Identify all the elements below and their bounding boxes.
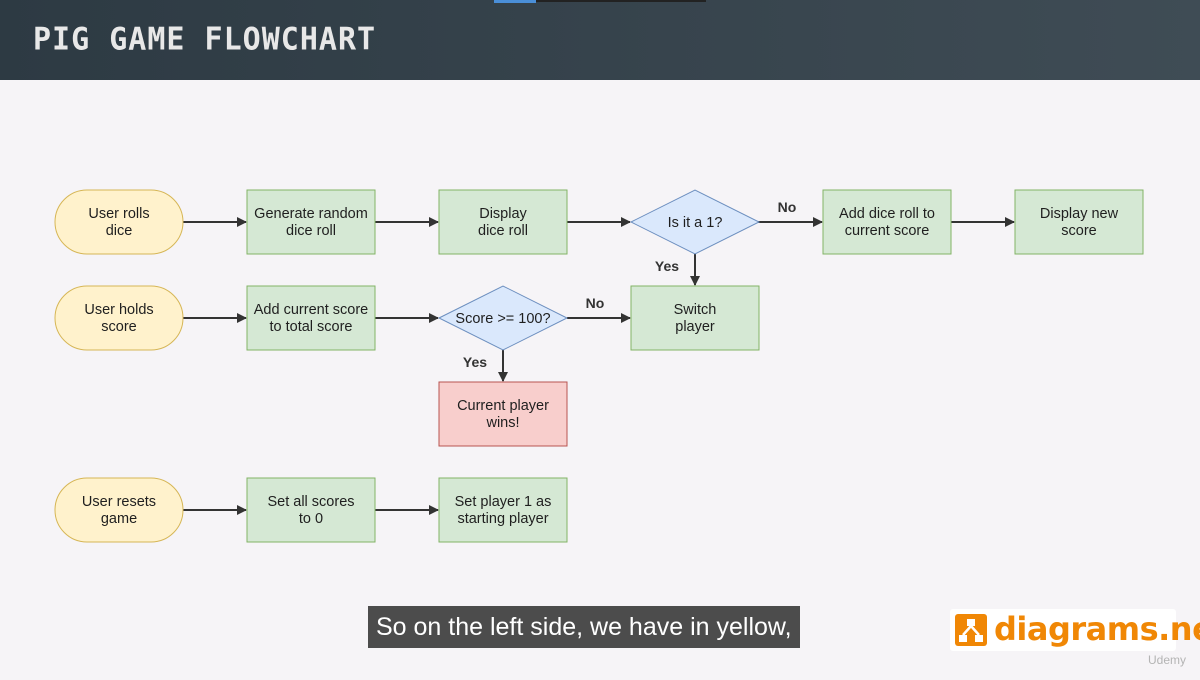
node-user-holds-line2: score: [101, 319, 136, 335]
diagrams-net-wordmark: diagrams.net: [994, 610, 1200, 648]
progress-accent: [494, 0, 536, 3]
node-add-dice: Add dice roll to current score: [822, 189, 952, 255]
node-user-rolls: User rolls dice: [54, 189, 184, 255]
node-is-it-1: Is it a 1?: [629, 189, 761, 255]
node-switch-player-line2: player: [675, 319, 715, 335]
node-user-rolls-line1: User rolls: [88, 206, 149, 222]
node-switch-player: Switch player: [630, 285, 760, 351]
node-user-holds: User holds score: [54, 285, 184, 351]
node-player-wins-line1: Current player: [457, 398, 549, 414]
node-display-new-line1: Display new: [1040, 206, 1119, 222]
edge-label-score-yes: Yes: [463, 354, 487, 370]
node-set-scores-line2: to 0: [299, 511, 323, 527]
node-set-player1: Set player 1 as starting player: [438, 477, 568, 543]
diagrams-net-icon: [955, 614, 987, 646]
flowchart-canvas: No Yes No Yes User rolls dice Generate r…: [0, 80, 1200, 675]
node-display-new: Display new score: [1014, 189, 1144, 255]
node-add-current-line2: to total score: [269, 319, 352, 335]
node-add-dice-line2: current score: [845, 223, 930, 239]
slide-header: PIG GAME FLOWCHART: [0, 0, 1200, 80]
edge-label-is1-no: No: [778, 199, 797, 215]
edges: [183, 217, 1015, 515]
top-bar-line: [536, 0, 706, 2]
node-set-scores-line1: Set all scores: [267, 494, 354, 510]
slide-title: PIG GAME FLOWCHART: [33, 21, 377, 58]
node-generate-roll-line2: dice roll: [286, 223, 336, 239]
node-user-holds-line1: User holds: [84, 302, 153, 318]
edge-label-score-no: No: [586, 295, 605, 311]
node-add-dice-line1: Add dice roll to: [839, 206, 935, 222]
node-user-rolls-line2: dice: [106, 223, 133, 239]
node-add-current-line1: Add current score: [254, 302, 368, 318]
node-user-resets: User resets game: [54, 477, 184, 543]
node-player-wins: Current player wins!: [438, 381, 568, 447]
node-add-current: Add current score to total score: [246, 285, 376, 351]
node-set-scores: Set all scores to 0: [246, 477, 376, 543]
node-user-resets-line1: User resets: [82, 494, 156, 510]
node-display-roll-line1: Display: [479, 206, 527, 222]
udemy-watermark: Udemy: [1148, 653, 1187, 667]
diagrams-net-logo: diagrams.net: [950, 609, 1200, 651]
node-display-new-line2: score: [1061, 223, 1096, 239]
node-display-roll: Display dice roll: [438, 189, 568, 255]
node-score-check-label: Score >= 100?: [455, 311, 550, 327]
node-user-resets-line2: game: [101, 511, 137, 527]
node-set-player1-line1: Set player 1 as: [455, 494, 552, 510]
node-set-player1-line2: starting player: [457, 511, 548, 527]
node-generate-roll-line1: Generate random: [254, 206, 368, 222]
node-switch-player-line1: Switch: [674, 302, 717, 318]
video-subtitle: So on the left side, we have in yellow,: [368, 606, 800, 648]
node-generate-roll: Generate random dice roll: [246, 189, 376, 255]
node-is-it-1-label: Is it a 1?: [668, 215, 723, 231]
node-player-wins-line2: wins!: [485, 415, 519, 431]
node-display-roll-line2: dice roll: [478, 223, 528, 239]
edge-label-is1-yes: Yes: [655, 258, 679, 274]
node-score-check: Score >= 100?: [437, 285, 569, 351]
